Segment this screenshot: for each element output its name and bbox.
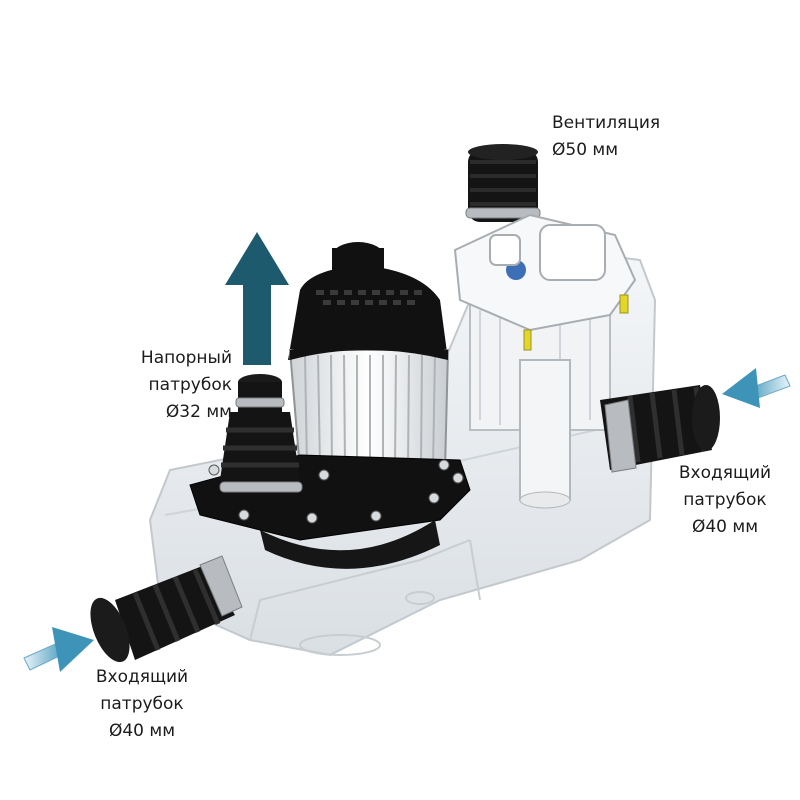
ventilation-label-line-2: Ø50 мм bbox=[552, 140, 619, 160]
left-inlet-flow-arrow bbox=[23, 627, 94, 672]
pressure-outlet-label: Напорный патрубок Ø32 мм bbox=[100, 345, 232, 426]
inlet-left-label-line-2: патрубок bbox=[100, 694, 184, 714]
inlet-right-label-line-3: Ø40 мм bbox=[691, 517, 759, 537]
ventilation-label-line-1: Вентиляция bbox=[552, 113, 661, 133]
inlet-right-label-line-2: патрубок bbox=[683, 490, 767, 510]
ventilation-label: Вентиляция Ø50 мм bbox=[552, 110, 660, 164]
inlet-left-label: Входящий патрубок Ø40 мм bbox=[82, 664, 202, 745]
left-inlet-connector bbox=[90, 555, 243, 663]
pressure-outlet-label-line-1: Напорный bbox=[140, 348, 232, 368]
pump-motor bbox=[288, 242, 450, 471]
inlet-right-label-line-1: Входящий bbox=[678, 463, 772, 483]
inlet-right-label: Входящий патрубок Ø40 мм bbox=[660, 460, 790, 541]
inlet-left-label-line-3: Ø40 мм bbox=[108, 721, 176, 741]
ventilation-connector bbox=[465, 144, 541, 222]
inlet-left-label-line-1: Входящий bbox=[95, 667, 189, 687]
pressure-outlet-label-line-2: патрубок bbox=[148, 375, 232, 395]
pressure-outlet-label-line-3: Ø32 мм bbox=[165, 402, 232, 422]
pressure-outlet-connector bbox=[219, 374, 303, 493]
right-inlet-connector bbox=[600, 385, 720, 473]
right-inlet-flow-arrow bbox=[722, 368, 791, 408]
outlet-flow-arrow bbox=[225, 232, 289, 365]
valve-unit bbox=[453, 213, 637, 509]
